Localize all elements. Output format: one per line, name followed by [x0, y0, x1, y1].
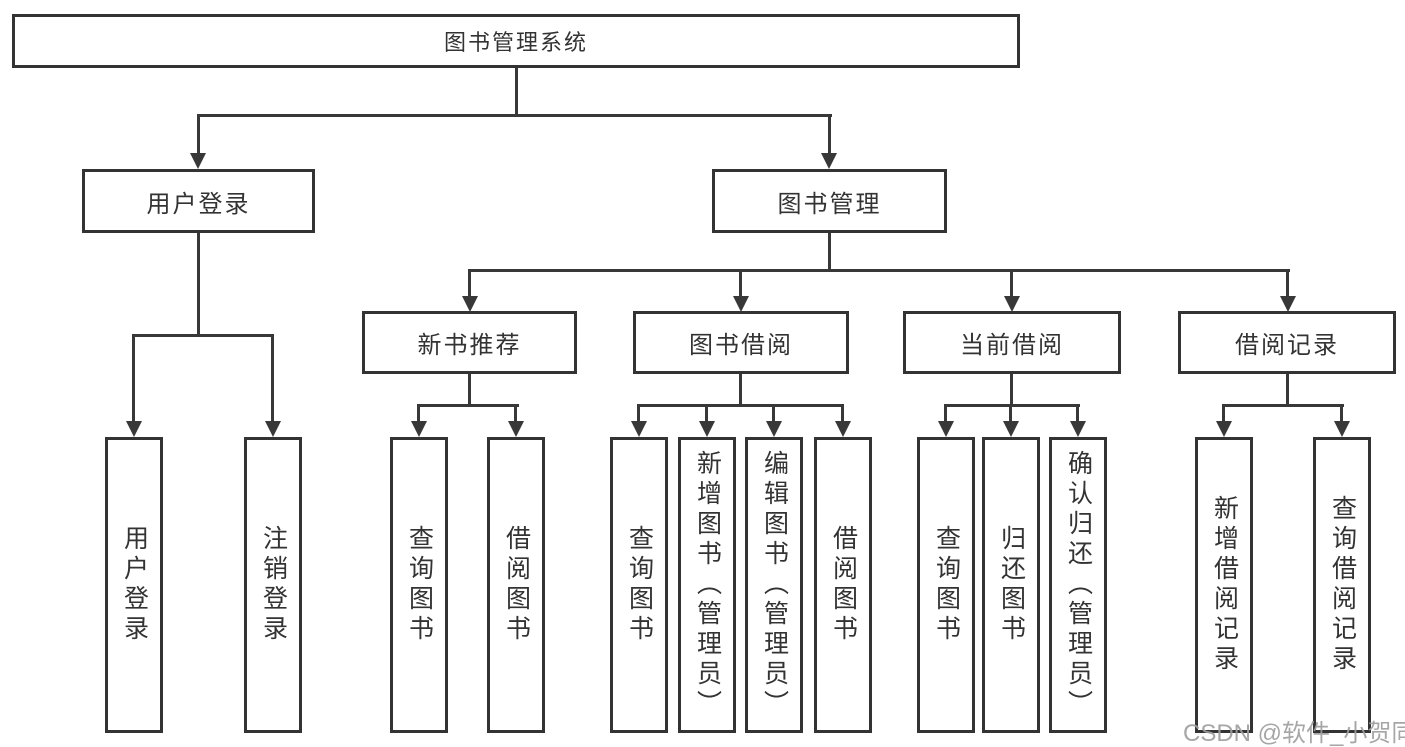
arrowhead [1070, 421, 1086, 437]
arrowhead [1004, 296, 1020, 312]
connector-line [132, 334, 135, 424]
leaf-label: 编辑图书（管理员） [760, 450, 789, 720]
connector-line [1010, 269, 1013, 298]
node-new-book-recommendation: 新书推荐 [362, 311, 577, 374]
arrowhead [265, 421, 281, 437]
connector-line [1340, 404, 1343, 425]
leaf-label: 新增图书（管理员） [693, 450, 722, 720]
connector-line [197, 114, 832, 117]
connector-line [828, 114, 831, 157]
node-user-login: 用户登录 [82, 169, 315, 233]
node-borrowing-records: 借阅记录 [1178, 311, 1396, 374]
leaf-edit-book-admin: 编辑图书（管理员） [745, 437, 803, 733]
leaf-label: 查询图书 [932, 525, 961, 645]
leaf-label: 确认归还（管理员） [1064, 450, 1093, 720]
node-label: 图书借阅 [689, 332, 793, 359]
node-current-borrowing: 当前借阅 [903, 311, 1121, 374]
leaf-label: 用户登录 [120, 525, 149, 645]
arrowhead [411, 421, 427, 437]
leaf-borrow-book: 借阅图书 [814, 437, 872, 733]
connector-line [514, 404, 517, 425]
arrowhead [835, 421, 851, 437]
node-library-system: 图书管理系统 [12, 14, 1020, 68]
connector-line [1009, 404, 1012, 425]
connector-line [772, 404, 775, 425]
arrowhead [508, 421, 524, 437]
leaf-label: 归还图书 [997, 525, 1026, 645]
connector-line [705, 404, 708, 425]
connector-line [1010, 374, 1013, 406]
connector-line [132, 334, 274, 337]
leaf-confirm-return-admin: 确认归还（管理员） [1049, 437, 1107, 733]
csdn-watermark: CSDN @软件_小贺同学 [1183, 720, 1405, 747]
connector-line [944, 404, 947, 425]
connector-line [1222, 404, 1344, 407]
leaf-logout: 注销登录 [244, 437, 302, 733]
connector-line [944, 404, 1080, 407]
connector-line [1286, 269, 1289, 298]
node-label: 当前借阅 [960, 332, 1064, 359]
arrowhead [462, 296, 478, 312]
leaf-add-book-admin: 新增图书（管理员） [678, 437, 736, 733]
connector-line [515, 68, 518, 117]
leaf-return-book: 归还图书 [982, 437, 1040, 733]
connector-line [417, 404, 420, 425]
leaf-label: 查询图书 [625, 525, 654, 645]
connector-line [468, 269, 1290, 272]
leaf-label: 新增借阅记录 [1210, 495, 1239, 675]
connector-line [197, 233, 200, 336]
leaf-label: 查询借阅记录 [1328, 495, 1357, 675]
connector-line [841, 404, 844, 425]
leaf-label: 借阅图书 [829, 525, 858, 645]
arrowhead [1280, 296, 1296, 312]
arrowhead [126, 421, 142, 437]
node-label: 图书管理系统 [443, 30, 588, 55]
connector-line [637, 404, 640, 425]
leaf-add-borrow-record: 新增借阅记录 [1195, 437, 1253, 733]
arrowhead [938, 421, 954, 437]
node-label: 借阅记录 [1235, 332, 1339, 359]
leaf-query-book: 查询图书 [390, 437, 448, 733]
leaf-query-borrow-record: 查询借阅记录 [1313, 437, 1371, 733]
node-book-management: 图书管理 [712, 169, 947, 233]
connector-line [1286, 374, 1289, 406]
leaf-query-book: 查询图书 [917, 437, 975, 733]
connector-line [271, 334, 274, 424]
leaf-borrow-book: 借阅图书 [487, 437, 545, 733]
connector-line [468, 374, 471, 406]
connector-line [197, 114, 200, 157]
arrowhead [190, 153, 206, 169]
node-book-borrowing: 图书借阅 [633, 311, 849, 374]
arrowhead [1003, 421, 1019, 437]
node-label: 用户登录 [146, 190, 251, 218]
connector-line [739, 374, 742, 406]
leaf-label: 查询图书 [405, 525, 434, 645]
arrowhead [699, 421, 715, 437]
connector-line [468, 269, 471, 298]
connector-line [417, 404, 519, 407]
connector-line [1222, 404, 1225, 425]
connector-line [739, 269, 742, 298]
arrowhead [1334, 421, 1350, 437]
connector-line [637, 404, 843, 407]
node-label: 新书推荐 [417, 332, 522, 359]
leaf-label: 借阅图书 [502, 525, 531, 645]
arrowhead [631, 421, 647, 437]
node-label: 图书管理 [777, 190, 882, 218]
connector-line [1076, 404, 1079, 425]
arrowhead [733, 296, 749, 312]
leaf-query-book: 查询图书 [610, 437, 668, 733]
leaf-user-login: 用户登录 [105, 437, 163, 733]
connector-line [828, 233, 831, 272]
leaf-label: 注销登录 [259, 525, 288, 645]
arrowhead [821, 153, 837, 169]
arrowhead [766, 421, 782, 437]
arrowhead [1216, 421, 1232, 437]
